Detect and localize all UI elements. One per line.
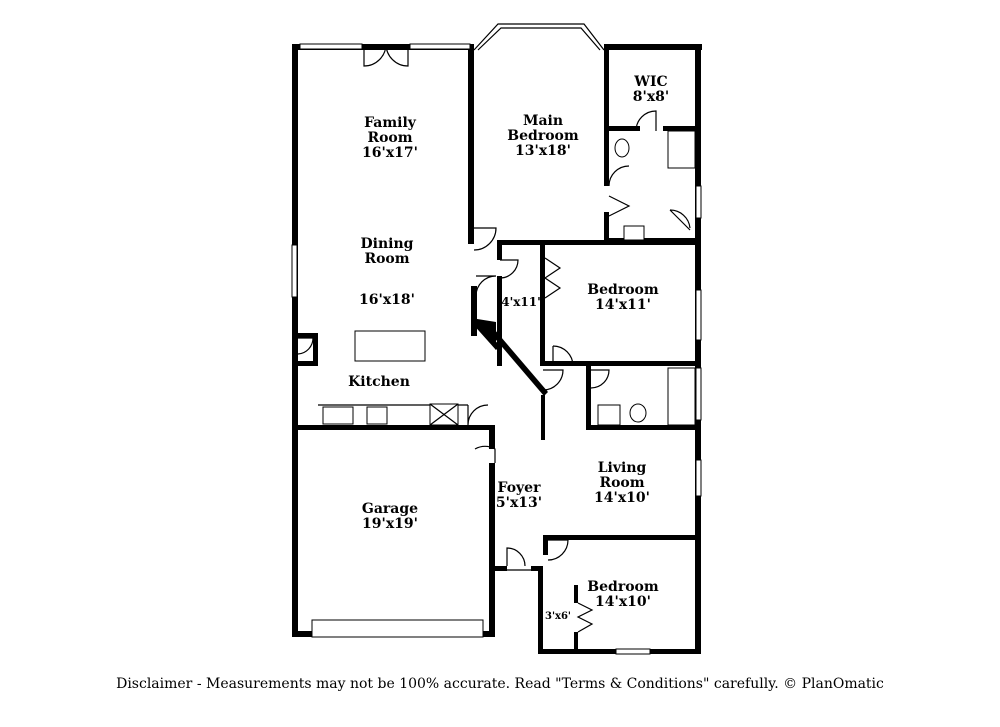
main-bedroom-label: Main Bedroom 13'x18' [507, 113, 579, 159]
kitchen-stove [366, 406, 388, 425]
family-room-label: Family Room 16'x17' [362, 115, 418, 161]
kitchen-label: Kitchen [348, 374, 410, 390]
walls [292, 44, 702, 654]
fixtures [318, 130, 696, 426]
hall-toilet [629, 403, 647, 423]
windows [291, 23, 702, 655]
foyer-label: Foyer 5'x13' [495, 480, 543, 511]
closet-size: 4'x11' [501, 295, 541, 309]
disclaimer-text: Disclaimer - Measurements may not be 100… [116, 676, 884, 692]
small-closet-size: 3'x6' [544, 611, 571, 622]
doors [297, 43, 691, 633]
bathtub [667, 367, 696, 426]
dining-room-size: 16'x18' [359, 292, 415, 308]
wic-label: WIC 8'x8' [632, 74, 670, 105]
bedroom-south-label: Bedroom 14'x10' [587, 579, 659, 610]
living-room-label: Living Room 14'x10' [594, 460, 650, 506]
garage-label: Garage 19'x19' [361, 501, 419, 532]
wall-family-main [468, 44, 474, 244]
kitchen-island [354, 330, 426, 362]
shower [667, 130, 696, 169]
toilet [614, 138, 630, 158]
bath-sink [623, 225, 645, 241]
dining-room-label: Dining Room [360, 236, 414, 267]
hall-bath-sink [597, 404, 621, 426]
bedroom-east-label: Bedroom 14'x11' [587, 282, 659, 313]
kitchen-sink [322, 406, 354, 425]
